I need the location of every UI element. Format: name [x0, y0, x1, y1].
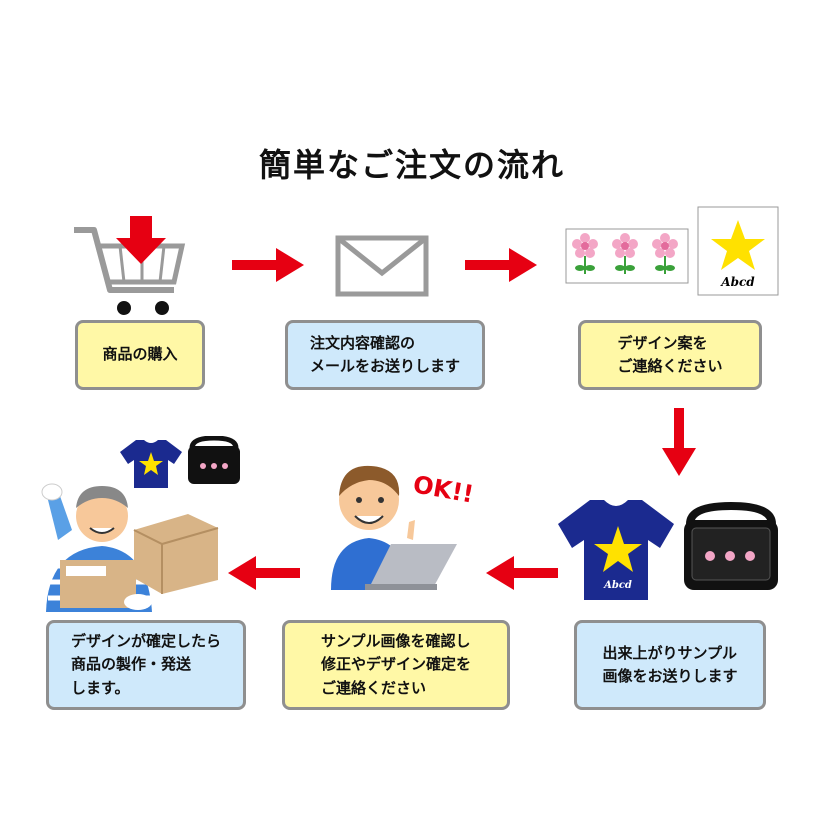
left-arrow-icon: [228, 556, 300, 590]
step-sample-image: 出来上がりサンプル 画像をお送りします: [574, 620, 766, 710]
bag-sample-image: [684, 501, 778, 590]
shirt-sample-text: Abcd: [603, 580, 632, 591]
sample-text: Abcd: [720, 275, 755, 289]
delivery-person-illustration: [41, 483, 219, 612]
shopping-cart-icon: [74, 216, 186, 315]
right-arrow-icon: [232, 248, 304, 282]
step-purchase: 商品の購入: [75, 320, 205, 390]
step-confirm-sample: サンプル画像を確認し 修正やデザイン確定を ご連絡ください: [282, 620, 510, 710]
step-confirmation-mail: 注文内容確認の メールをお送りします: [285, 320, 485, 390]
step-label: 注文内容確認の メールをお送りします: [309, 333, 460, 375]
step-label: 商品の購入: [102, 345, 178, 364]
left-arrow-icon: [486, 556, 558, 590]
step-label: デザインが確定したら 商品の製作・発送 します。: [70, 632, 221, 697]
right-arrow-icon: [465, 248, 537, 282]
person-laptop-illustration: OK!!: [331, 465, 475, 590]
flower-design-sample: [565, 228, 689, 284]
step-label: 出来上がりサンプル 画像をお送りします: [602, 643, 738, 685]
small-tshirt-image: [120, 440, 182, 488]
down-arrow-icon: [662, 408, 696, 476]
page-title: 簡単なご注文の流れ: [258, 146, 565, 184]
ok-text: OK!!: [411, 470, 475, 508]
small-bag-image: [188, 436, 240, 484]
step-design-proposal: デザイン案を ご連絡ください: [578, 320, 762, 390]
step-label: サンプル画像を確認し 修正やデザイン確定を ご連絡ください: [320, 632, 471, 697]
star-design-sample: Abcd: [697, 206, 779, 296]
step-label: デザイン案を ご連絡ください: [617, 333, 723, 375]
tshirt-sample-image: Abcd: [558, 500, 674, 600]
step-production-shipping: デザインが確定したら 商品の製作・発送 します。: [46, 620, 246, 710]
mail-envelope-icon: [335, 235, 429, 297]
